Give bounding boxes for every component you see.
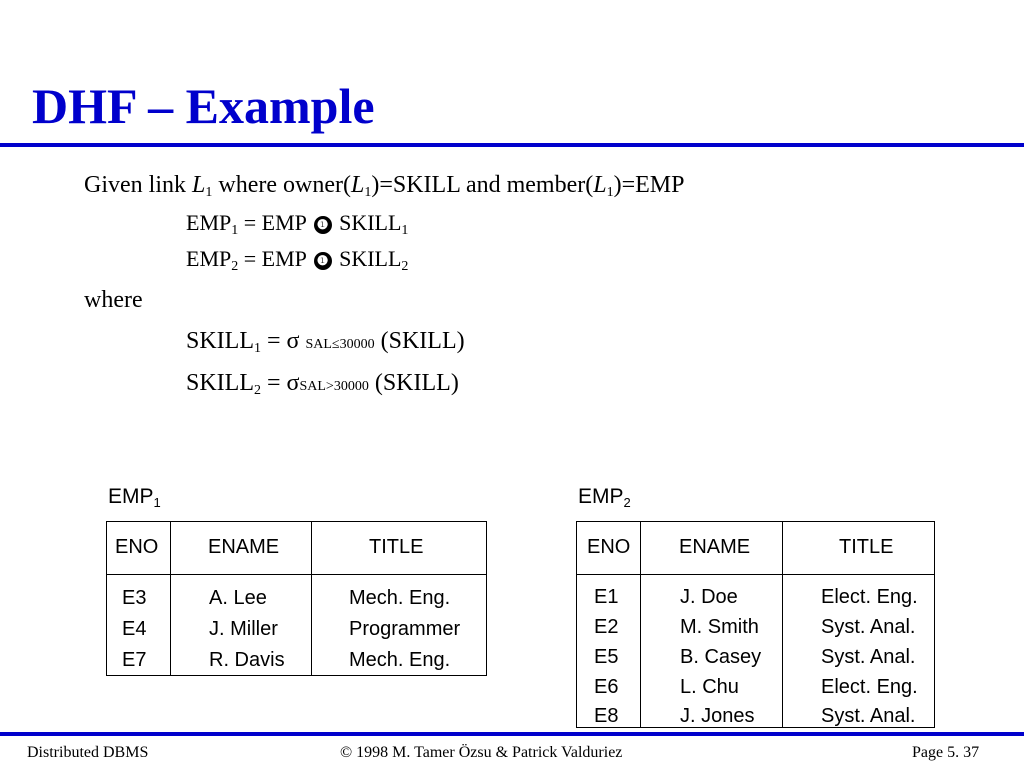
cell-ename: J. Miller <box>209 618 278 640</box>
table-row: E1 J. Doe Elect. Eng. <box>577 582 934 612</box>
column-header-eno: ENO <box>115 536 159 558</box>
table-header-row: ENO ENAME TITLE <box>577 522 934 574</box>
emp1-table: ENO ENAME TITLE E3 A. Lee Mech. Eng. E4 … <box>106 521 487 676</box>
emp2-table: ENO ENAME TITLE E1 J. Doe Elect. Eng. E2… <box>576 521 935 728</box>
footer-page-number: Page 5. 37 <box>912 744 980 761</box>
table-row: E4 J. Miller Programmer <box>107 614 486 644</box>
table-row: E3 A. Lee Mech. Eng. <box>107 583 486 613</box>
emp2-definition: EMP2 = EMP ❶ SKILL2 <box>186 246 409 274</box>
header-divider <box>577 574 934 575</box>
cell-title: Syst. Anal. <box>821 616 916 638</box>
table-row: E5 B. Casey Syst. Anal. <box>577 642 934 672</box>
table-row: E6 L. Chu Elect. Eng. <box>577 672 934 702</box>
cell-ename: M. Smith <box>680 616 759 638</box>
semijoin-operator-icon: ❶ <box>313 252 332 270</box>
cell-eno: E7 <box>122 649 147 671</box>
cell-eno: E1 <box>594 586 619 608</box>
cell-title: Elect. Eng. <box>821 676 918 698</box>
skill2-definition: SKILL2 = σSAL>30000 (SKILL) <box>186 370 459 398</box>
semijoin-operator-icon: ❶ <box>313 216 332 234</box>
column-divider <box>640 522 641 727</box>
column-header-eno: ENO <box>587 536 631 558</box>
table-row: E2 M. Smith Syst. Anal. <box>577 612 934 642</box>
footer-copyright: © 1998 M. Tamer Özsu & Patrick Valduriez <box>340 744 623 761</box>
title-divider <box>0 143 1024 147</box>
slide-title: DHF – Example <box>32 78 375 134</box>
cell-eno: E6 <box>594 676 619 698</box>
cell-eno: E2 <box>594 616 619 638</box>
cell-eno: E5 <box>594 646 619 668</box>
cell-title: Programmer <box>349 618 461 640</box>
column-header-title: TITLE <box>369 536 424 558</box>
cell-title: Syst. Anal. <box>821 646 916 668</box>
emp1-table-label: EMP1 <box>108 485 161 510</box>
table-row: E8 J. Jones Syst. Anal. <box>577 701 934 731</box>
table-header-row: ENO ENAME TITLE <box>107 522 486 574</box>
cell-ename: R. Davis <box>209 649 285 671</box>
table-row: E7 R. Davis Mech. Eng. <box>107 645 486 675</box>
cell-title: Mech. Eng. <box>349 649 451 671</box>
cell-title: Mech. Eng. <box>349 587 451 609</box>
column-header-title: TITLE <box>839 536 894 558</box>
cell-eno: E8 <box>594 705 619 727</box>
cell-ename: J. Jones <box>680 705 755 727</box>
emp1-definition: EMP1 = EMP ❶ SKILL1 <box>186 210 409 238</box>
cell-title: Elect. Eng. <box>821 586 918 608</box>
footer-divider <box>0 732 1024 736</box>
column-header-ename: ENAME <box>679 536 751 558</box>
cell-title: Syst. Anal. <box>821 705 916 727</box>
column-header-ename: ENAME <box>208 536 280 558</box>
cell-ename: B. Casey <box>680 646 762 668</box>
cell-ename: L. Chu <box>680 676 739 698</box>
given-link-line: Given link L1 where owner(L1)=SKILL and … <box>84 172 685 200</box>
cell-eno: E4 <box>122 618 147 640</box>
where-label: where <box>84 287 143 313</box>
column-divider <box>782 522 783 727</box>
header-divider <box>107 574 486 575</box>
cell-ename: A. Lee <box>209 587 267 609</box>
emp2-table-label: EMP2 <box>578 485 631 510</box>
footer-course: Distributed DBMS <box>27 744 149 761</box>
column-divider <box>170 522 171 675</box>
skill1-definition: SKILL1 = σ SAL≤30000 (SKILL) <box>186 328 465 356</box>
cell-ename: J. Doe <box>680 586 738 608</box>
cell-eno: E3 <box>122 587 147 609</box>
column-divider <box>311 522 312 675</box>
